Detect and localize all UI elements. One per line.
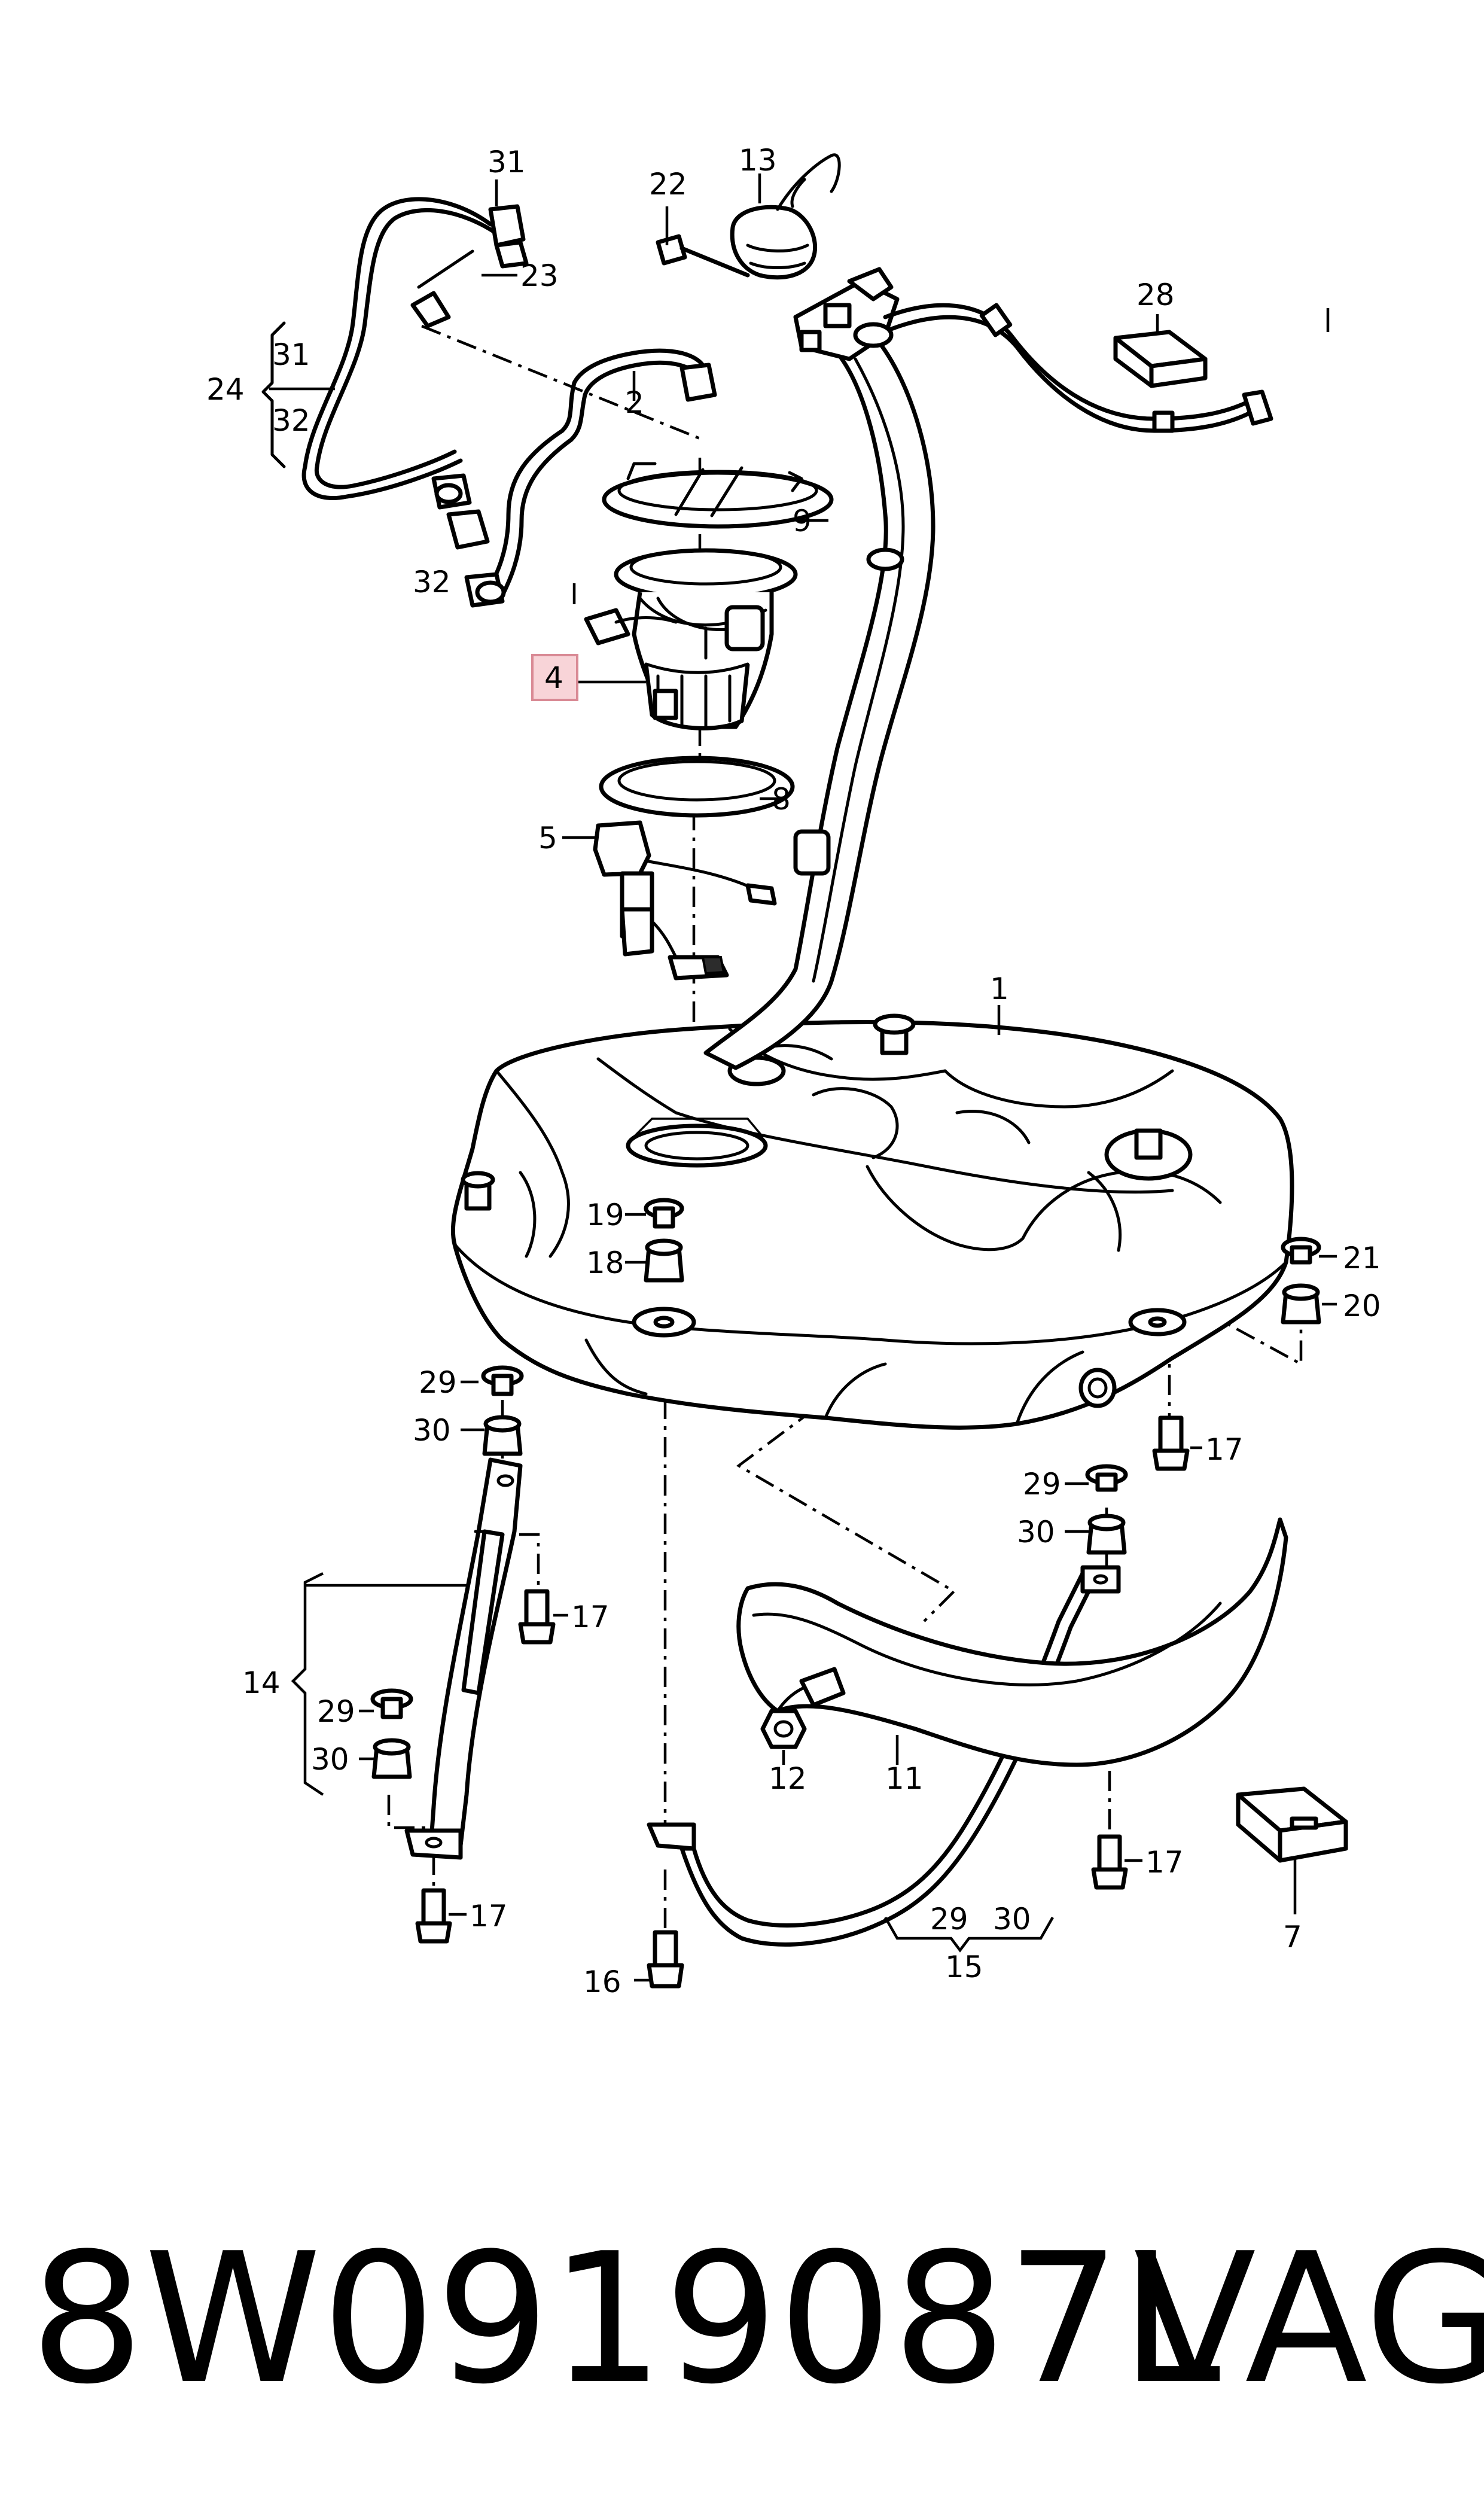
callout-30-a: 30 (413, 1413, 451, 1448)
callout-21: 21 (1343, 1241, 1381, 1275)
control-unit (1236, 1786, 1348, 1863)
callout-labels: 1 2 4 5 7 8 9 11 12 13 14 15 16 17 17 17… (206, 143, 1381, 1999)
callout-17-strap-top: 17 (571, 1600, 610, 1634)
callout-28: 28 (1136, 278, 1175, 312)
callout-9: 9 (793, 504, 812, 538)
callout-13: 13 (739, 143, 777, 178)
highlight-box (531, 654, 578, 701)
callout-32-b: 32 (413, 565, 451, 599)
callout-31-b: 31 (272, 337, 310, 372)
callout-32-a: 32 (272, 403, 310, 438)
callout-2: 2 (625, 385, 644, 420)
callout-24: 24 (206, 372, 245, 407)
callout-1: 1 (990, 972, 1009, 1006)
hardware (370, 1198, 1321, 1989)
callout-11: 11 (885, 1761, 924, 1796)
callout-8: 8 (772, 782, 791, 817)
brand-label: VAG (1133, 2215, 1484, 2423)
callout-15: 15 (945, 1950, 983, 1984)
fuel-tank (450, 1013, 1294, 1430)
fuel-level-sender (593, 820, 777, 981)
callout-29-d: 29 (930, 1902, 968, 1937)
callout-14: 14 (242, 1666, 281, 1700)
leader-lines (269, 173, 1337, 1982)
filler-housing (656, 153, 1273, 433)
callout-30-c: 30 (311, 1742, 349, 1777)
callout-20: 20 (1343, 1289, 1381, 1323)
callout-23: 23 (520, 258, 559, 293)
callout-16: 16 (583, 1965, 621, 1999)
heat-shield (736, 1517, 1288, 1767)
callout-22: 22 (649, 167, 687, 202)
callout-18: 18 (586, 1246, 624, 1280)
callout-17-tank: 17 (1205, 1432, 1244, 1467)
callout-5: 5 (538, 821, 557, 855)
callout-17-strap-right: 17 (1145, 1845, 1184, 1880)
callout-7: 7 (1283, 1920, 1302, 1954)
callout-31-a: 31 (487, 145, 526, 179)
callout-29-c: 29 (317, 1694, 355, 1729)
callout-17-strap-left: 17 (470, 1899, 508, 1934)
callout-29-b: 29 (1023, 1467, 1061, 1502)
seal-ring (599, 756, 795, 818)
part-number: 8W0919087L (30, 2215, 1221, 2423)
wiring-harness (261, 197, 717, 608)
filler-neck (703, 333, 936, 1070)
fuel-pump-module (584, 548, 798, 730)
callout-19: 19 (586, 1198, 624, 1232)
callout-29-a: 29 (419, 1365, 457, 1400)
callout-4: 4 (544, 660, 563, 695)
callout-30-d: 30 (993, 1902, 1031, 1937)
locking-ring (602, 462, 834, 529)
strap-14 (404, 1457, 523, 1860)
callout-12: 12 (769, 1761, 807, 1796)
callout-30-b: 30 (1017, 1515, 1055, 1549)
clip-28 (1113, 330, 1208, 388)
